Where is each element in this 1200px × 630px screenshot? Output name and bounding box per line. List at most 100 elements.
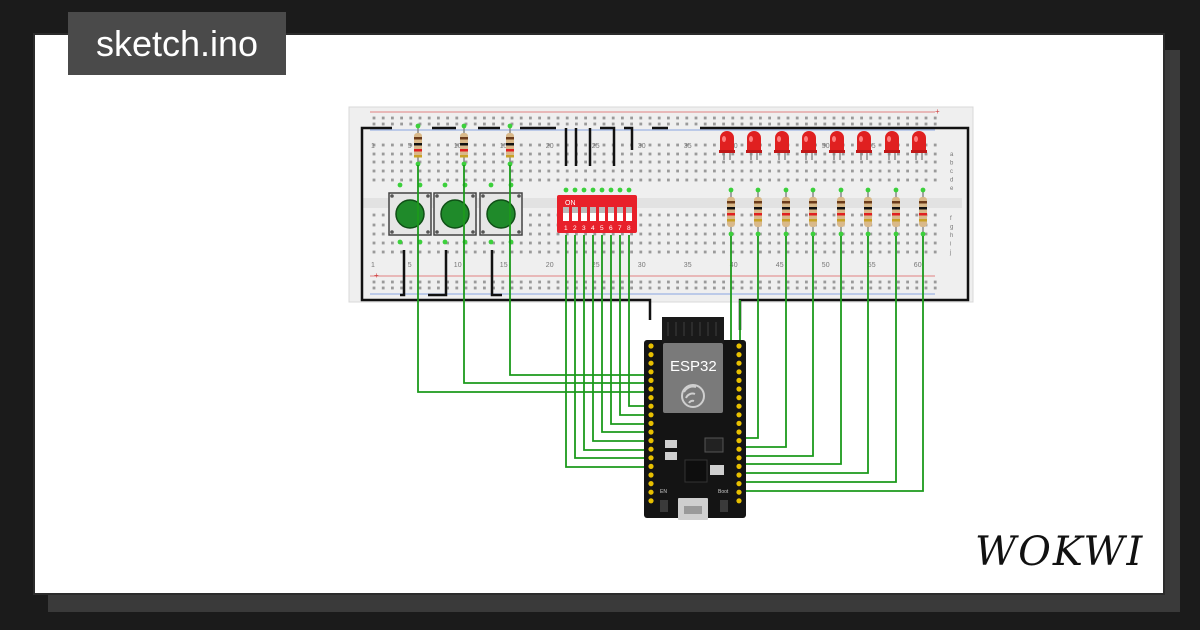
row-letter: c — [950, 169, 953, 175]
esp32-pin-right — [736, 446, 742, 452]
resistor — [754, 187, 762, 237]
pushbuttons — [388, 182, 523, 245]
resistor — [414, 123, 422, 167]
resistor — [809, 187, 817, 237]
esp32-pin-right — [736, 386, 742, 392]
row-number-top: 10 — [454, 143, 462, 150]
rail-plus-bottom: + — [374, 271, 379, 280]
pushbutton[interactable] — [479, 182, 523, 245]
row-letter: j — [949, 250, 951, 256]
row-letter: a — [950, 152, 954, 158]
resistor — [837, 187, 845, 237]
esp32-pin-right — [736, 403, 742, 409]
row-letter: i — [950, 242, 951, 248]
row-number-top: 20 — [546, 143, 554, 150]
row-number-top: 25 — [592, 143, 600, 150]
dip-position-label: 4 — [591, 225, 595, 232]
row-number-bottom: 1 — [371, 262, 375, 269]
resistor — [919, 187, 927, 237]
esp32-pin-left — [648, 463, 654, 469]
green-wire — [509, 165, 652, 376]
row-number-bottom: 40 — [730, 262, 738, 269]
row-number-top: 35 — [684, 143, 692, 150]
esp32-pin-left — [648, 481, 654, 487]
row-letter: e — [950, 186, 954, 192]
brand-text: WOKWI — [975, 529, 1145, 575]
resistor — [892, 187, 900, 237]
esp32-pin-left — [648, 360, 654, 366]
esp32-pin-left — [648, 438, 654, 444]
dip-pin — [590, 187, 596, 193]
top-resistors — [414, 123, 514, 167]
brand-logo: WOKWI — [975, 525, 1150, 580]
esp32-pin-left — [648, 429, 654, 435]
led — [746, 131, 762, 160]
resistor — [727, 187, 735, 237]
resistor — [864, 187, 872, 237]
dip-toggle-knob — [581, 207, 587, 213]
dip-pin — [581, 187, 587, 193]
esp32-pin-right — [736, 455, 742, 461]
esp32-pin-left — [648, 420, 654, 426]
dip-toggle-knob — [599, 207, 605, 213]
green-wire — [739, 236, 842, 465]
sketch-title-tag[interactable]: sketch.ino — [68, 12, 286, 75]
row-number-top: 5 — [408, 143, 412, 150]
row-number-bottom: 45 — [776, 262, 784, 269]
en-button[interactable] — [660, 500, 668, 512]
row-number-bottom: 15 — [500, 262, 508, 269]
esp32-pin-left — [648, 403, 654, 409]
dip-toggle — [590, 207, 596, 221]
led — [801, 131, 817, 160]
esp32-pin-left — [648, 386, 654, 392]
esp32-pin-left — [648, 446, 654, 452]
esp32-pin-right — [736, 420, 742, 426]
row-number-bottom: 60 — [914, 262, 922, 269]
esp32-pin-left — [648, 369, 654, 375]
row-number-top: 15 — [500, 143, 508, 150]
esp32-label: ESP32 — [670, 358, 717, 375]
black-wires — [360, 126, 970, 330]
green-wire — [574, 235, 652, 459]
green-wire — [739, 236, 787, 448]
dip-toggle-knob — [590, 207, 596, 213]
dip-toggle-knob — [617, 207, 623, 213]
green-wire — [565, 235, 652, 468]
dip-position-label: 3 — [582, 225, 586, 232]
esp32-pin-right — [736, 395, 742, 401]
green-wire — [739, 236, 897, 483]
dip-toggle — [581, 207, 587, 221]
esp32-pin-right — [736, 498, 742, 504]
dip-toggle-knob — [563, 207, 569, 213]
row-letter: f — [950, 216, 952, 222]
esp32-pin-left — [648, 472, 654, 478]
pushbutton[interactable] — [388, 182, 432, 245]
esp32-pin-left — [648, 489, 654, 495]
row-number-bottom: 25 — [592, 262, 600, 269]
dip-toggle — [608, 207, 614, 221]
row-letter: g — [950, 225, 953, 231]
row-number-bottom: 10 — [454, 262, 462, 269]
led — [829, 131, 845, 160]
esp32-pin-right — [736, 463, 742, 469]
esp32-board[interactable]: ESP32 EN Boot — [644, 317, 746, 520]
row-number-bottom: 30 — [638, 262, 646, 269]
dip-pin — [563, 187, 569, 193]
esp32-pin-right — [736, 360, 742, 366]
row-number-bottom: 20 — [546, 262, 554, 269]
boot-button[interactable] — [720, 500, 728, 512]
dip-on-label: ON — [565, 200, 576, 207]
green-wire — [601, 235, 652, 433]
rail-plus-top: + — [935, 107, 940, 116]
esp32-pin-left — [648, 343, 654, 349]
dip-toggle-knob — [572, 207, 578, 213]
esp32-pin-left — [648, 352, 654, 358]
row-number-bottom: 50 — [822, 262, 830, 269]
green-wire — [583, 235, 652, 451]
espressif-icon — [681, 384, 705, 408]
pushbutton[interactable] — [433, 182, 477, 245]
esp32-pin-left — [648, 377, 654, 383]
row-number-bottom: 5 — [408, 262, 412, 269]
dip-pin — [617, 187, 623, 193]
